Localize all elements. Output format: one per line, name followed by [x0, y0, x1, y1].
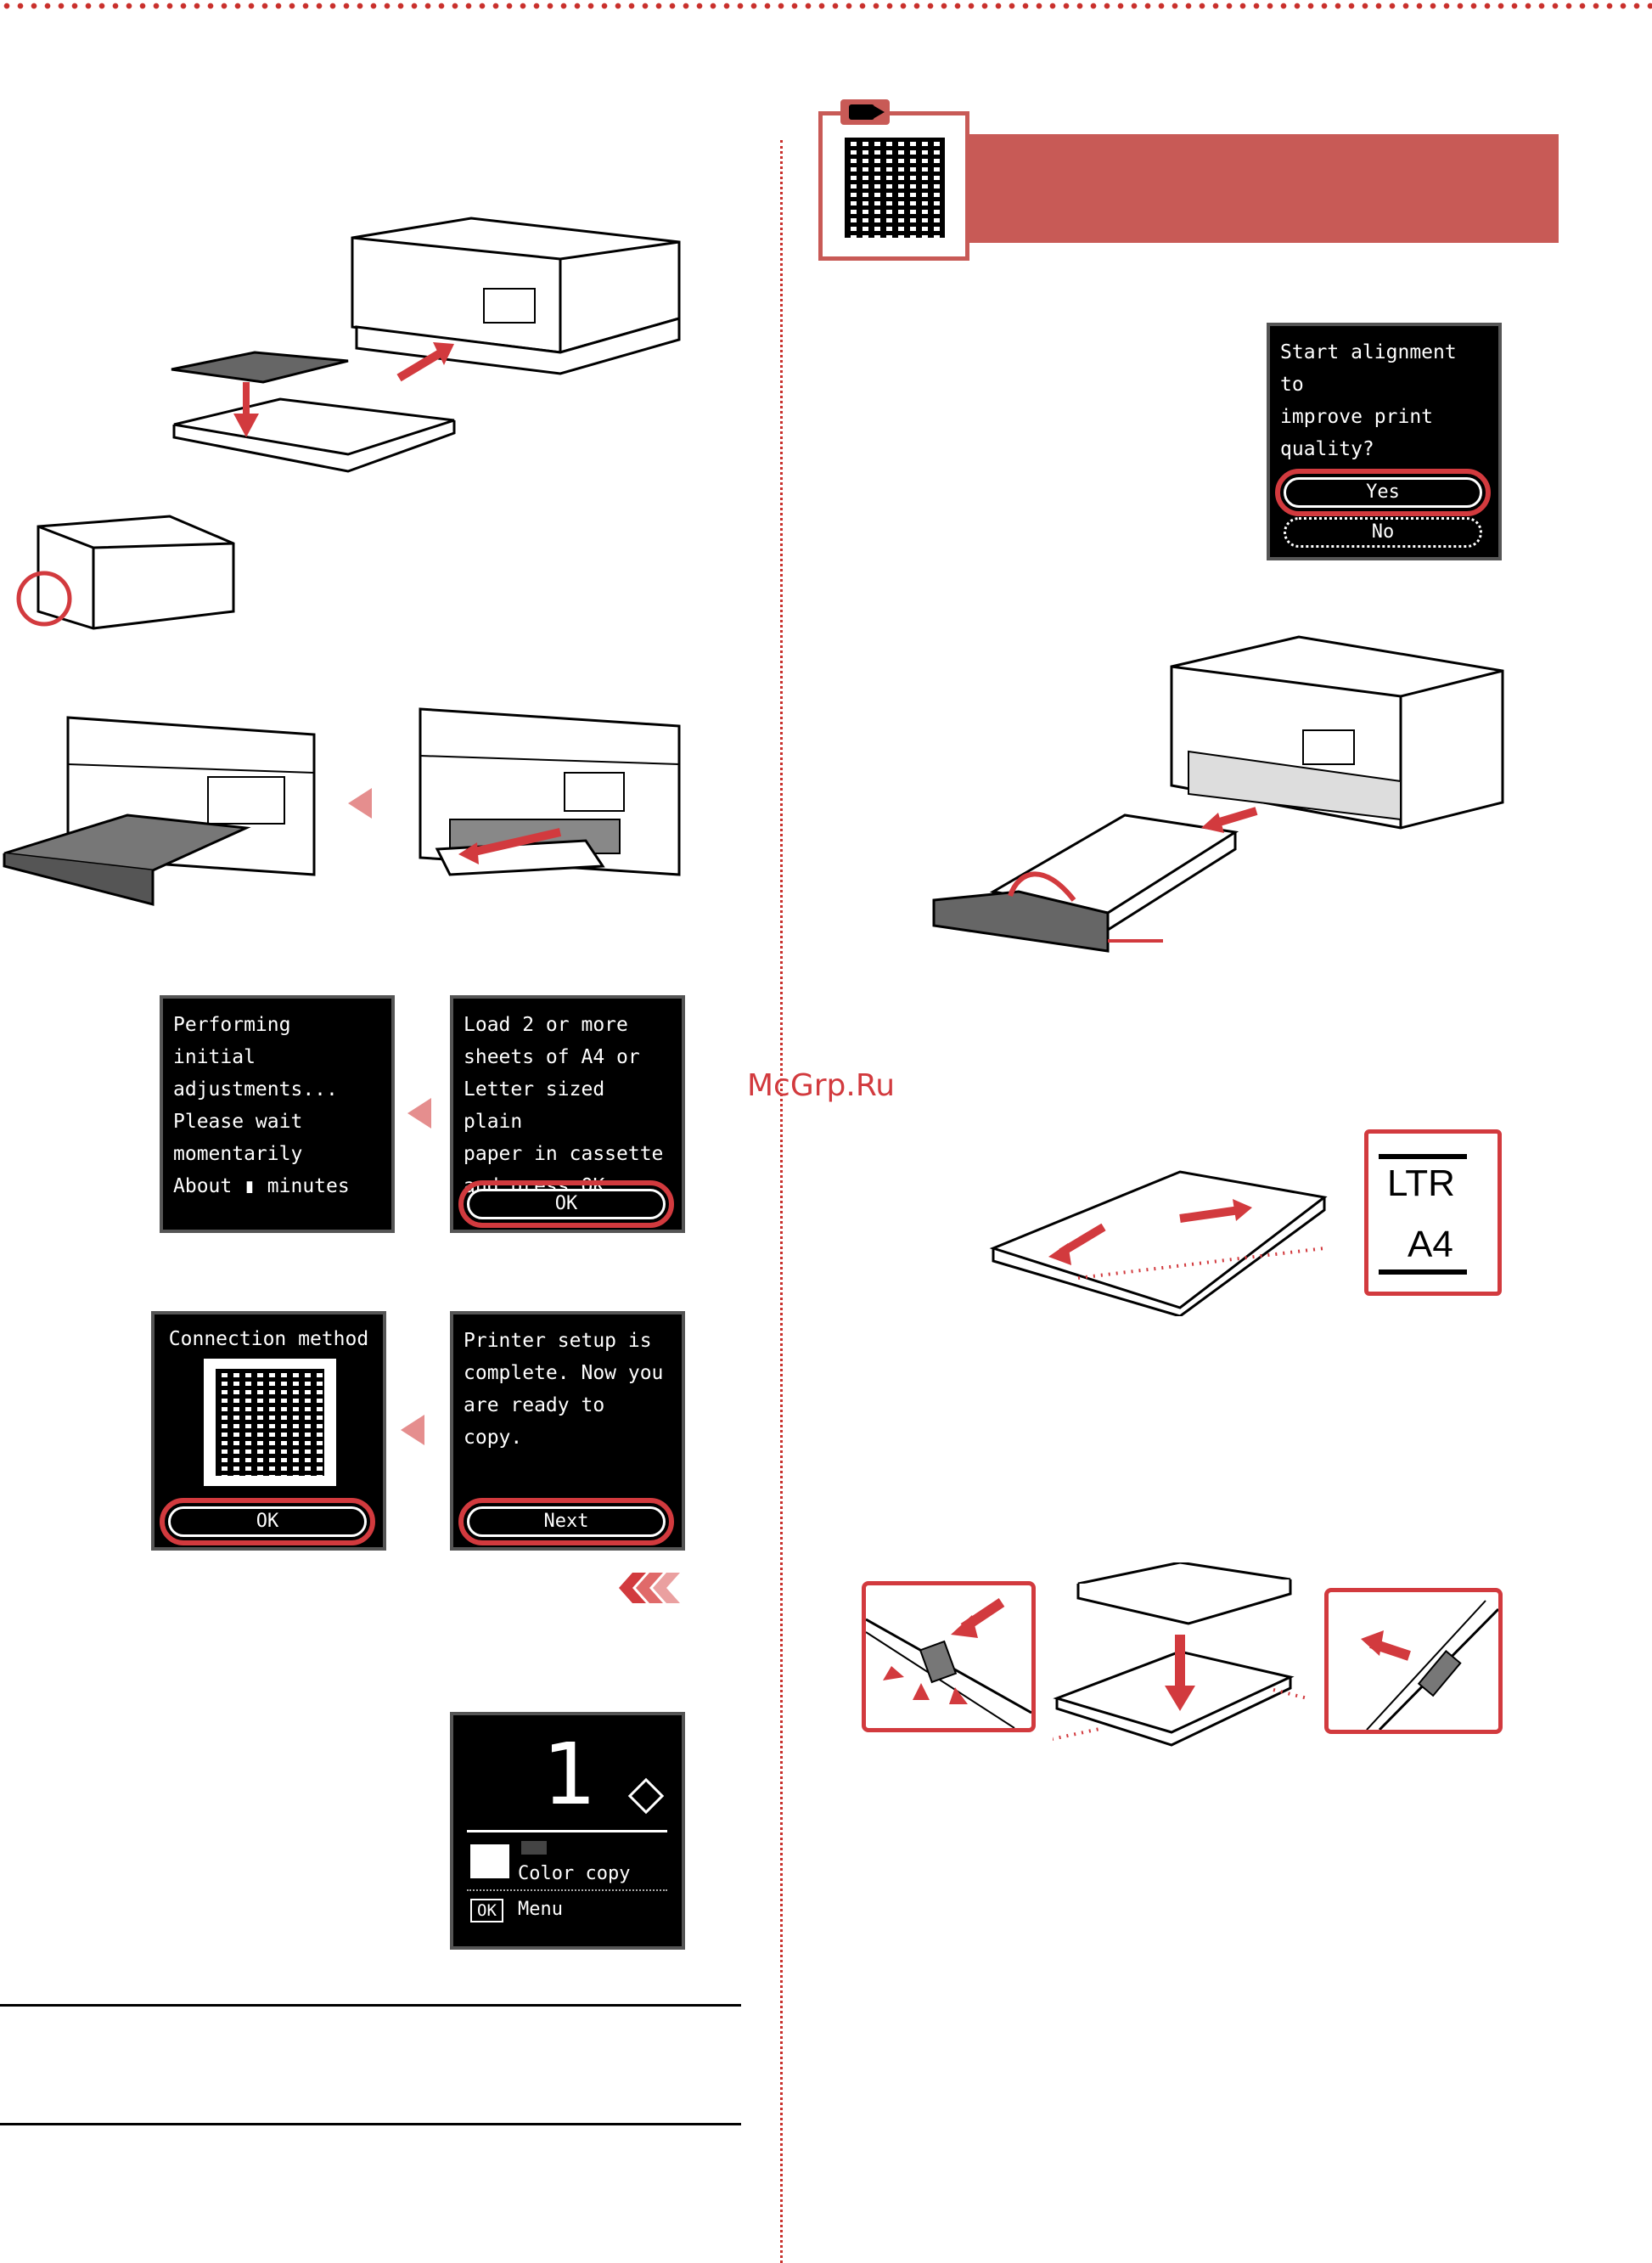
printer-output-tray-right-illustration: [419, 707, 681, 876]
back-arrow-2: [407, 1098, 431, 1129]
highlight-ring: [458, 1498, 674, 1545]
back-arrow-1: [348, 788, 372, 819]
start-icon: [627, 1777, 665, 1815]
lcd-text: Start alignment to improve print quality…: [1280, 341, 1457, 460]
ltr-label: LTR: [1387, 1162, 1455, 1204]
highlight-ring: [1275, 469, 1491, 516]
copy-count: 1: [542, 1725, 597, 1824]
video-qr-code: [845, 138, 945, 238]
connection-qr-code: [216, 1369, 324, 1476]
paper-stack-cassette-illustration: [1053, 1562, 1307, 1747]
printer-output-tray-left-illustration: [3, 716, 316, 906]
watermark-text: McGrp.Ru: [747, 1068, 896, 1103]
zoom-box-left: [862, 1581, 1036, 1732]
label-top-bar: [1379, 1154, 1467, 1159]
lcd-setup-complete: Printer setup is complete. Now you are r…: [450, 1311, 685, 1551]
video-camera-icon: [840, 99, 890, 125]
a4-label: A4: [1408, 1224, 1453, 1265]
lcd-performing-adjustments: Performing initial adjustments... Please…: [160, 995, 395, 1233]
copy-mode: Color copy: [518, 1863, 631, 1884]
lcd-alignment-prompt: Start alignment to improve print quality…: [1267, 323, 1502, 560]
lcd-connection-method: Connection method OK: [151, 1311, 386, 1551]
connection-qr-box: [204, 1359, 336, 1486]
cassette-guide-illustration: [989, 1170, 1328, 1316]
continue-chevrons-icon: [619, 1573, 680, 1603]
lcd-divider-dotted: [467, 1889, 667, 1891]
lcd-title: Connection method: [168, 1328, 369, 1350]
section-rule-top: [0, 2004, 741, 2007]
next-button[interactable]: Next: [467, 1506, 666, 1537]
printer-copy-icon: [470, 1844, 509, 1878]
printer-remove-cassette-illustration: [932, 635, 1504, 953]
top-dotted-border: [0, 0, 1652, 12]
column-divider: [780, 140, 783, 2263]
zoom-box-right: [1324, 1588, 1503, 1734]
lcd-load-paper: Load 2 or more sheets of A4 or Letter si…: [450, 995, 685, 1233]
yes-button[interactable]: Yes: [1284, 477, 1482, 508]
lcd-copy-home: 1 Color copy OK Menu: [450, 1712, 685, 1950]
no-button[interactable]: No: [1284, 517, 1482, 548]
lcd-divider: [467, 1830, 667, 1832]
lcd-text: Performing initial adjustments... Please…: [173, 1014, 350, 1197]
paper-size-label-box: LTR A4: [1364, 1129, 1502, 1296]
ok-button[interactable]: OK: [168, 1506, 367, 1537]
ok-key[interactable]: OK: [470, 1899, 503, 1922]
highlight-ring: [458, 1180, 674, 1228]
lcd-text: Load 2 or more sheets of A4 or Letter si…: [464, 1014, 664, 1197]
highlight-ring: [160, 1498, 375, 1545]
lcd-text: Printer setup is complete. Now you are r…: [464, 1330, 664, 1449]
printer-insert-cassette-illustration: [171, 217, 681, 473]
back-arrow-3: [401, 1415, 424, 1445]
printer-side-illustration: [16, 515, 235, 630]
section-banner: [969, 134, 1559, 243]
menu-label: Menu: [518, 1899, 563, 1920]
label-bottom-bar: [1379, 1269, 1467, 1275]
section-rule-bottom: [0, 2123, 741, 2125]
paper-size-indicator: [521, 1841, 547, 1855]
video-qr-frame: [818, 111, 969, 261]
